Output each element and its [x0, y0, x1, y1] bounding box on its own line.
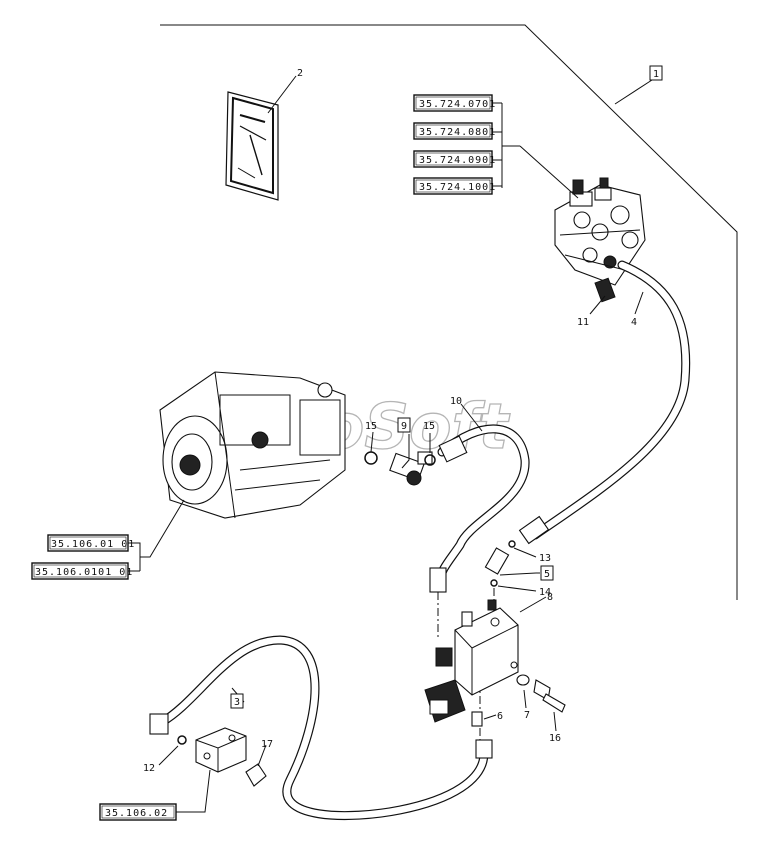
hose-10-fitting-bottom: [429, 567, 447, 593]
hose-3-fitting-left: [149, 713, 169, 735]
hose-10-fitting-top: [438, 435, 468, 463]
callout-8: 8: [547, 592, 553, 603]
control-valve-assembly: [554, 177, 646, 303]
callout-5: 5: [544, 569, 550, 580]
hydraulic-pump: [159, 371, 346, 519]
valve-reference-group: 35.724.0701 35.724.0801 35.724.0901 35.7…: [413, 94, 496, 195]
callout-6: 6: [497, 711, 503, 722]
callout-17: 17: [261, 739, 273, 750]
callout-12: 12: [143, 763, 155, 774]
callout-9: 9: [401, 421, 407, 432]
block-ref-1[interactable]: 35.106.02: [105, 808, 168, 819]
callout-15-left: 15: [365, 421, 377, 432]
hose-4: [530, 260, 691, 540]
elbow-fitting: [364, 451, 436, 486]
callout-3: 3: [234, 697, 240, 708]
manifold-block: [424, 599, 519, 727]
hose-4-fitting: [518, 515, 550, 545]
callout-16: 16: [549, 733, 561, 744]
callout-4: 4: [631, 317, 637, 328]
callout-7: 7: [524, 710, 530, 721]
pump-reference-group: 35.106.01 01 35.106.0101 01: [31, 534, 135, 580]
pump-ref-1[interactable]: 35.106.01 01: [51, 539, 135, 550]
bolt-16: [533, 679, 566, 713]
valve-ref-4[interactable]: 35.724.1001: [419, 182, 496, 193]
elbow-fitting-5: [484, 547, 510, 575]
callout-10: 10: [450, 396, 462, 407]
assembly-bracket-line: [160, 24, 738, 600]
cap-17: [245, 763, 267, 787]
seal-12: [177, 735, 187, 745]
callout-2: 2: [297, 68, 303, 79]
pump-ref-2[interactable]: 35.106.0101 01: [35, 567, 133, 578]
block-reference-group: 35.106.02: [99, 803, 177, 821]
valve-ref-3[interactable]: 35.724.0901: [419, 155, 496, 166]
callout-15-right: 15: [423, 421, 435, 432]
callout-1: 1: [653, 69, 659, 80]
callout-13: 13: [539, 553, 551, 564]
tee-block: [195, 727, 247, 773]
washer-7: [516, 674, 530, 686]
callout-14: 14: [539, 587, 551, 598]
callout-11: 11: [577, 317, 589, 328]
valve-ref-2[interactable]: 35.724.0801: [419, 127, 496, 138]
hose-3-fitting-right: [475, 739, 493, 759]
valve-ref-1[interactable]: 35.724.0701: [419, 99, 496, 110]
seal-13: [508, 540, 516, 548]
manual-booklet: [225, 91, 279, 201]
seal-14: [490, 579, 498, 587]
